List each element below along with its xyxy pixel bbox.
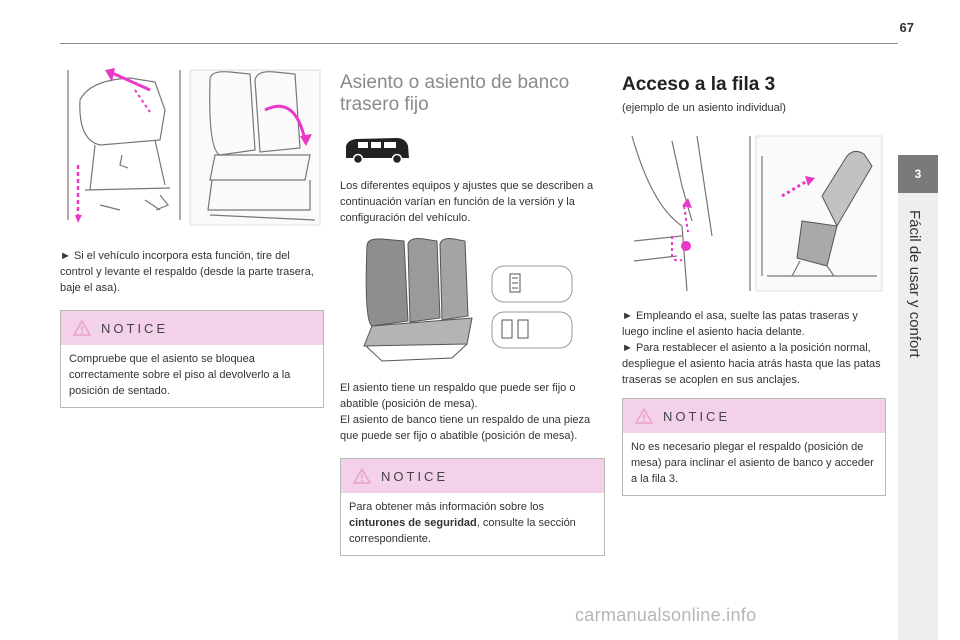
description-seat: El asiento tiene un respaldo que puede s… [340,382,576,410]
notice-title: NOTICE [101,320,169,336]
notice-header: NOTICE [61,311,323,345]
notice-title: NOTICE [381,468,449,484]
watermark[interactable]: carmanualsonline.info [575,605,757,625]
warning-triangle-icon [635,408,653,424]
seat-backrest-illustration [67,68,321,226]
step-2: ► Para restablecer el asiento a la posic… [622,342,881,386]
rear-bench-illustration [363,238,573,362]
header-rule [60,43,898,44]
section-heading: Asiento o asiento de banco trasero fijo [340,72,570,115]
column-right: Acceso a la fila 3 (ejemplo de un asient… [622,74,886,496]
step-1: ► Empleando el asa, suelte las patas tra… [622,310,858,338]
notice-header: NOTICE [623,399,885,433]
notice-box-left: NOTICE Compruebe que el asiento se bloqu… [60,310,324,408]
seat-belts-link[interactable]: cinturones de seguridad [349,517,477,529]
section-heading: Acceso a la fila 3 [622,74,776,95]
column-middle: Asiento o asiento de banco trasero fijo … [340,72,605,556]
notice-header: NOTICE [341,459,604,493]
warning-triangle-icon [73,320,91,336]
warning-triangle-icon [353,468,371,484]
notice-box-right: NOTICE No es necesario plegar el respald… [622,398,886,496]
chapter-title: Fácil de usar y confort [906,210,923,358]
chapter-rail [898,193,938,640]
intro-text: Los diferentes equipos y ajustes que se … [340,180,594,224]
description-bench: El asiento de banco tiene un respaldo de… [340,414,591,442]
page-number: 67 [899,20,914,35]
notice-box-middle: NOTICE Para obtener más información sobr… [340,458,605,556]
notice-title: NOTICE [663,408,731,424]
notice-text: No es necesario plegar el respaldo (posi… [631,441,874,485]
left-instruction: ► Si el vehículo incorpora esta función,… [60,250,314,294]
section-subheading: (ejemplo de un asiento individual) [622,102,786,114]
notice-text: Compruebe que el asiento se bloquea corr… [69,353,291,397]
chapter-tab[interactable]: 3 [898,155,938,193]
column-left: ► Si el vehículo incorpora esta función,… [60,60,324,408]
notice-text: Para obtener más información sobre los c… [349,501,576,545]
van-icon [346,138,409,165]
row3-access-illustration [631,135,883,292]
